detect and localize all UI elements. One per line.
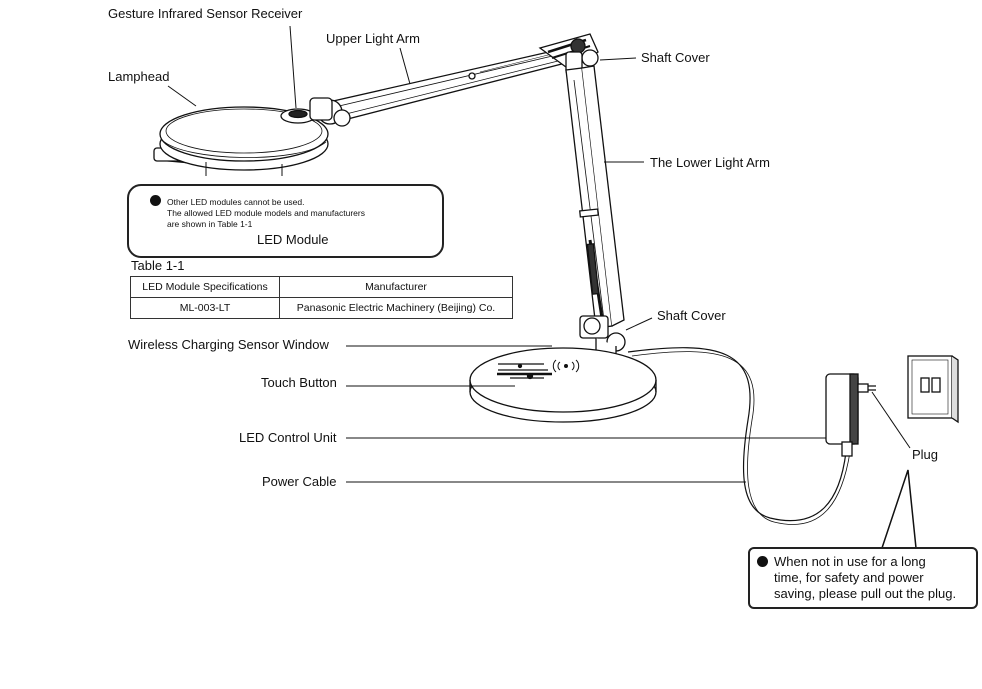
base-shape (469, 347, 657, 423)
led-module-label: LED Module (257, 232, 329, 247)
plug-pointer (881, 469, 917, 549)
gesture-sensor-label: Gesture Infrared Sensor Receiver (108, 6, 303, 21)
top-hinge-shape (538, 33, 599, 75)
plug-note-line1: When not in use for a long (774, 554, 926, 569)
table-cell: Panasonic Electric Machinery (Beijing) C… (279, 297, 513, 319)
upper-arm-label: Upper Light Arm (326, 31, 420, 46)
wireless-window-label: Wireless Charging Sensor Window (128, 337, 329, 352)
plug-label: Plug (912, 447, 939, 462)
upper-arm-shape (309, 45, 587, 127)
wall-outlet-shape (907, 355, 959, 424)
plug-note-line3: saving, please pull out the plug. (774, 586, 957, 601)
table-title: Table 1-1 (131, 258, 185, 273)
table-header-row: LED Module Specifications Manufacturer (130, 276, 513, 298)
shaft-cover-bottom-label: Shaft Cover (657, 308, 726, 323)
plug-note-line2: time, for safety and power (774, 570, 924, 585)
leader-lines (167, 25, 911, 483)
led-note-line2: The allowed LED module models and manufa… (167, 208, 365, 218)
lamphead-label: Lamphead (108, 69, 170, 84)
table-cell: ML-003-LT (130, 297, 280, 319)
led-control-unit-label: LED Control Unit (239, 430, 337, 445)
table-row: ML-003-LT Panasonic Electric Machinery (… (130, 297, 513, 319)
led-note-line1: Other LED modules cannot be used. (167, 197, 305, 207)
shaft-cover-top-label: Shaft Cover (641, 50, 710, 65)
lower-arm-label: The Lower Light Arm (650, 155, 770, 170)
touch-button-label: Touch Button (261, 375, 337, 390)
lower-arm-shape (565, 65, 625, 329)
plug-note-box (748, 547, 978, 609)
power-cable-label: Power Cable (262, 474, 337, 489)
led-spec-table: LED Module Specifications Manufacturer M… (130, 276, 513, 319)
bullet-dot-icon (150, 195, 161, 206)
power-cable-shape (627, 347, 847, 522)
table-header-cell: Manufacturer (279, 276, 513, 298)
adapter-shape (825, 373, 876, 457)
wireless-icon (552, 359, 580, 373)
led-note-line3: are shown in Table 1-1 (167, 219, 253, 229)
table-header-cell: LED Module Specifications (130, 276, 280, 298)
led-module-callout (127, 184, 444, 258)
lamphead-shape (153, 106, 329, 171)
bullet-dot-icon (757, 556, 768, 567)
